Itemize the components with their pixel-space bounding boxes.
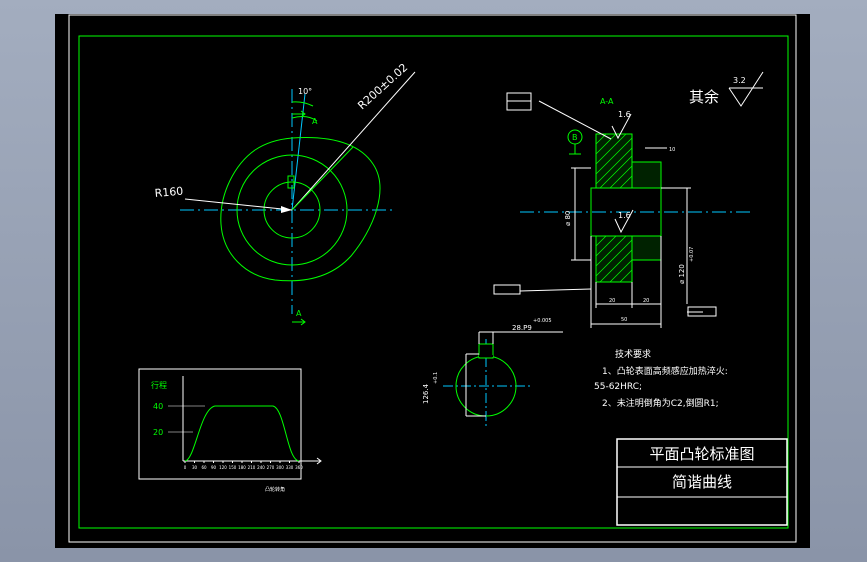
graph-x-caption: 凸轮转角 bbox=[265, 486, 285, 493]
graph-y-title: 行程 bbox=[151, 380, 167, 390]
graph-y-20: 20 bbox=[153, 428, 163, 437]
section-view: A-A 1.6 1.6 B ⌀ 80 ⌀ 120 +0.07 50 20 20 … bbox=[493, 92, 750, 328]
width-dim-2: 20 bbox=[643, 298, 649, 304]
tech-item-1b: 55-62HRC; bbox=[594, 382, 642, 392]
title-block-title: 平面凸轮标准图 bbox=[649, 445, 754, 463]
drawing-canvas: R160 R200±0.02 10° A A bbox=[68, 14, 797, 543]
cam-view: R160 R200±0.02 10° A A bbox=[154, 61, 416, 326]
graph-x-tick-label: 90 bbox=[211, 465, 217, 470]
graph-x-tick-label: 270 bbox=[267, 465, 275, 470]
surface-finish-label: 其余 bbox=[689, 88, 719, 106]
keyway-view: 28.P9 +0.005 126.4 +0.1 bbox=[422, 318, 563, 429]
graph-x-tick-label: 300 bbox=[276, 465, 284, 470]
roughness-2: 1.6 bbox=[618, 211, 631, 220]
section-marker-bottom: A bbox=[296, 309, 302, 318]
keyway-width-tol: +0.005 bbox=[533, 318, 552, 324]
graph-x-tick-label: 30 bbox=[192, 465, 198, 470]
tech-heading: 技术要求 bbox=[615, 348, 651, 360]
graph-y-40: 40 bbox=[153, 402, 163, 411]
tech-requirements: 技术要求 1、凸轮表面高频感应加热淬火: 55-62HRC; 2、未注明倒角为C… bbox=[594, 348, 728, 409]
drawing-sheet[interactable]: R160 R200±0.02 10° A A bbox=[55, 14, 810, 548]
graph-x-tick-label: 330 bbox=[286, 465, 294, 470]
inner-frame bbox=[78, 35, 789, 529]
width-dim: 50 bbox=[621, 317, 627, 323]
section-label: A-A bbox=[600, 97, 614, 106]
title-block-subtitle: 简谐曲线 bbox=[672, 473, 732, 491]
graph-x-tick-label: 210 bbox=[248, 465, 256, 470]
graph-x-tick-label: 0 bbox=[184, 465, 187, 470]
hub-tolerance: +0.07 bbox=[689, 247, 695, 262]
graph-x-tick-label: 180 bbox=[238, 465, 246, 470]
keyway-height-tol: +0.1 bbox=[433, 372, 439, 384]
graph-x-tick-label: 150 bbox=[229, 465, 237, 470]
section-marker-top: A bbox=[312, 117, 318, 126]
bore-diameter: ⌀ 80 bbox=[564, 211, 572, 226]
right-dim: 10 bbox=[669, 147, 675, 153]
roughness-1: 1.6 bbox=[618, 110, 631, 119]
graph-x-tick-label: 120 bbox=[219, 465, 227, 470]
surface-finish-value: 3.2 bbox=[733, 76, 746, 85]
graph-x-tick-label: 60 bbox=[201, 465, 207, 470]
graph-x-tick-label: 360 bbox=[295, 465, 303, 470]
width-dim-1: 20 bbox=[609, 298, 615, 304]
datum-label: B bbox=[572, 133, 578, 142]
graph-x-tick-label: 240 bbox=[257, 465, 265, 470]
keyway-height: 126.4 bbox=[422, 383, 430, 404]
surface-finish-note: 其余 3.2 bbox=[689, 71, 764, 107]
outer-frame bbox=[68, 14, 797, 543]
angle-label: 10° bbox=[298, 87, 312, 96]
tech-item-1: 1、凸轮表面高频感应加热淬火: bbox=[602, 365, 728, 377]
keyway-width: 28.P9 bbox=[512, 324, 532, 332]
title-block: 平面凸轮标准图 简谐曲线 bbox=[616, 438, 788, 526]
radius-label: R160 bbox=[154, 185, 184, 200]
hub-diameter: ⌀ 120 bbox=[678, 264, 686, 284]
tech-item-2: 2、未注明倒角为C2,倒圆R1; bbox=[602, 397, 719, 409]
